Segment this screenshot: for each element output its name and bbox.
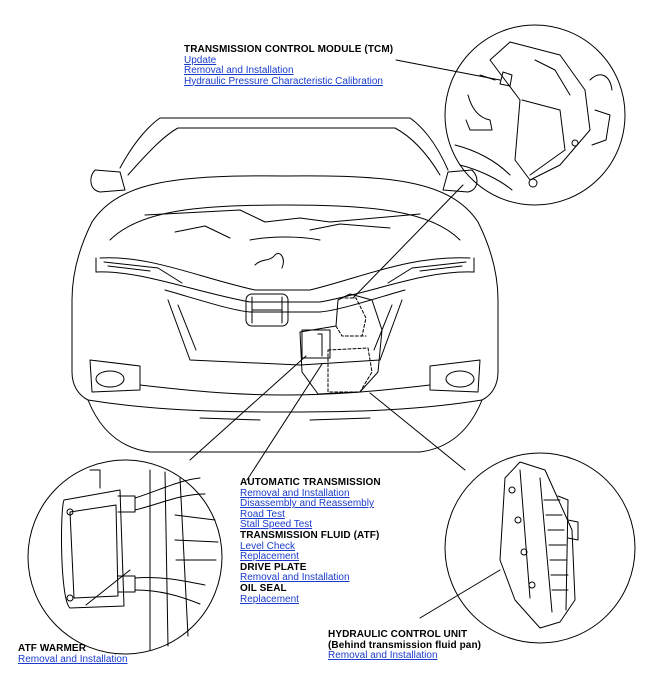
oil-seal-replacement-link[interactable]: Replacement [240,593,299,605]
at-disassembly-reassembly-link[interactable]: Disassembly and Reassembly [240,498,374,510]
atf-warmer-label-block: ATF WARMER Removal and Installation [18,643,128,665]
at-stall-speed-test-link[interactable]: Stall Speed Test [240,519,313,531]
car-body [71,117,499,453]
oil-seal-title: OIL SEAL [240,582,287,594]
tcm-hydraulic-pressure-calibration-link[interactable]: Hydraulic Pressure Characteristic Calibr… [184,75,383,87]
atf-warmer-removal-installation-link[interactable]: Removal and Installation [18,653,128,665]
transmission-label-block: AUTOMATIC TRANSMISSION Removal and Insta… [240,477,381,605]
atf-warmer-title: ATF WARMER [18,643,87,654]
tcm-update-link[interactable]: Update [184,54,217,66]
hydraulic-control-unit-title: HYDRAULIC CONTROL UNIT [328,629,468,640]
hydraulic-control-unit-circle [444,452,636,644]
tcm-removal-installation-link[interactable]: Removal and Installation [184,65,294,77]
hydraulic-control-unit-subtitle: (Behind transmission fluid pan) [328,639,482,651]
leader-lines [85,59,501,619]
drive-plate-removal-installation-link[interactable]: Removal and Installation [240,572,350,584]
at-road-test-link[interactable]: Road Test [240,508,285,520]
hydraulic-control-unit-label-block: HYDRAULIC CONTROL UNIT (Behind transmiss… [328,629,482,662]
atf-level-check-link[interactable]: Level Check [240,540,296,552]
drive-plate-title: DRIVE PLATE [240,561,307,573]
tcm-detail-circle [444,24,626,206]
atf-title: TRANSMISSION FLUID (ATF) [240,529,380,541]
atf-replacement-link[interactable]: Replacement [240,551,299,563]
transmission-outline [299,293,383,395]
atf-warmer-detail-circle [27,459,223,655]
at-removal-installation-link[interactable]: Removal and Installation [240,487,350,499]
tcm-label-block: TRANSMISSION CONTROL MODULE (TCM) Update… [184,44,394,87]
hcu-removal-installation-link[interactable]: Removal and Installation [328,650,438,662]
tcm-title: TRANSMISSION CONTROL MODULE (TCM) [184,44,394,55]
automatic-transmission-title: AUTOMATIC TRANSMISSION [240,477,381,488]
